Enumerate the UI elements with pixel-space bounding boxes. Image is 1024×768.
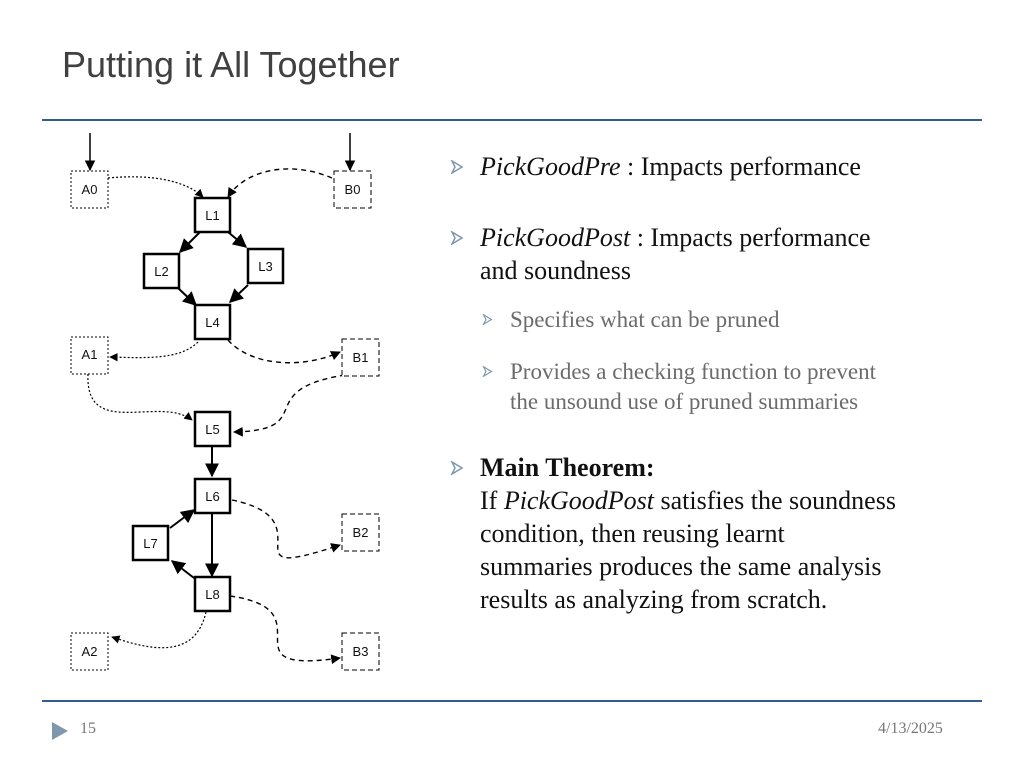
arrow-bullet-icon bbox=[482, 314, 493, 325]
svg-text:B2: B2 bbox=[353, 525, 369, 540]
node-l7: L7 bbox=[131, 524, 170, 562]
node-l5: L5 bbox=[193, 410, 232, 448]
edge-l1-l2 bbox=[179, 231, 201, 253]
svg-text:B1: B1 bbox=[353, 350, 369, 365]
arrow-bullet-icon bbox=[482, 366, 493, 377]
footer-divider bbox=[42, 700, 982, 702]
bullet-pickgoodpost: PickGoodPost : Impacts performance and s… bbox=[450, 221, 990, 287]
node-b1: B1 bbox=[341, 338, 380, 377]
slide-number: 15 bbox=[80, 720, 96, 737]
node-b3: B3 bbox=[341, 632, 380, 671]
edge-l4-a1 bbox=[109, 341, 199, 362]
node-l2: L2 bbox=[142, 252, 181, 290]
bullet-list: PickGoodPre : Impacts performance PickGo… bbox=[450, 150, 990, 654]
svg-text:L3: L3 bbox=[258, 259, 272, 274]
edge-l8-l7 bbox=[170, 560, 195, 579]
arrow-bullet-icon bbox=[450, 231, 464, 245]
edge-l1-l3 bbox=[227, 231, 248, 248]
node-a0: A0 bbox=[70, 170, 109, 209]
bullet-main-theorem: Main Theorem: If PickGoodPost satisfies … bbox=[450, 451, 990, 616]
node-l8: L8 bbox=[193, 575, 232, 613]
node-l4: L4 bbox=[193, 303, 232, 341]
edge-l4-b1 bbox=[227, 339, 341, 364]
edge-l8-b3 bbox=[229, 595, 341, 665]
sub-bullet-checking: Provides a checking function to prevent … bbox=[450, 357, 990, 417]
title-divider bbox=[42, 119, 982, 121]
edge-a0-l1 bbox=[107, 176, 204, 198]
node-l1: L1 bbox=[193, 196, 232, 234]
svg-text:L7: L7 bbox=[143, 536, 157, 551]
svg-text:L4: L4 bbox=[205, 315, 219, 330]
node-l3: L3 bbox=[246, 247, 285, 285]
svg-text:B3: B3 bbox=[353, 644, 369, 659]
slide-marker-icon bbox=[52, 722, 68, 740]
sub-bullet-pruned: Specifies what can be pruned bbox=[450, 305, 990, 335]
flow-diagram: A0 B0 A1 B1 B2 A2 B3 L1 L2 L3 L4 bbox=[70, 133, 380, 671]
edge-b0-l1 bbox=[227, 168, 333, 198]
svg-text:A1: A1 bbox=[82, 347, 98, 362]
edge-l3-l4 bbox=[228, 284, 249, 303]
edge-l8-a2 bbox=[111, 611, 207, 649]
bullet-pickgoodpre: PickGoodPre : Impacts performance bbox=[450, 150, 990, 183]
node-b2: B2 bbox=[341, 513, 380, 552]
node-a2: A2 bbox=[70, 632, 109, 671]
edge-b1-l5 bbox=[233, 374, 346, 437]
svg-text:L5: L5 bbox=[205, 422, 219, 437]
svg-text:A0: A0 bbox=[82, 182, 98, 197]
slide-title: Putting it All Together bbox=[62, 44, 400, 85]
edge-a1-l5 bbox=[87, 373, 193, 421]
node-a1: A1 bbox=[70, 336, 109, 375]
svg-text:A2: A2 bbox=[82, 644, 98, 659]
node-b0: B0 bbox=[333, 170, 372, 209]
arrow-bullet-icon bbox=[450, 160, 464, 174]
edge-l2-l4 bbox=[177, 287, 198, 306]
svg-text:L2: L2 bbox=[154, 264, 168, 279]
slide-date: 4/13/2025 bbox=[878, 720, 943, 737]
edge-l6-b2 bbox=[231, 499, 341, 559]
arrow-bullet-icon bbox=[450, 461, 464, 475]
svg-text:L6: L6 bbox=[205, 489, 219, 504]
svg-text:L8: L8 bbox=[205, 587, 219, 602]
edge-l7-l6 bbox=[169, 509, 196, 529]
node-l6: L6 bbox=[193, 477, 232, 515]
svg-text:L1: L1 bbox=[205, 208, 219, 223]
svg-text:B0: B0 bbox=[345, 182, 361, 197]
